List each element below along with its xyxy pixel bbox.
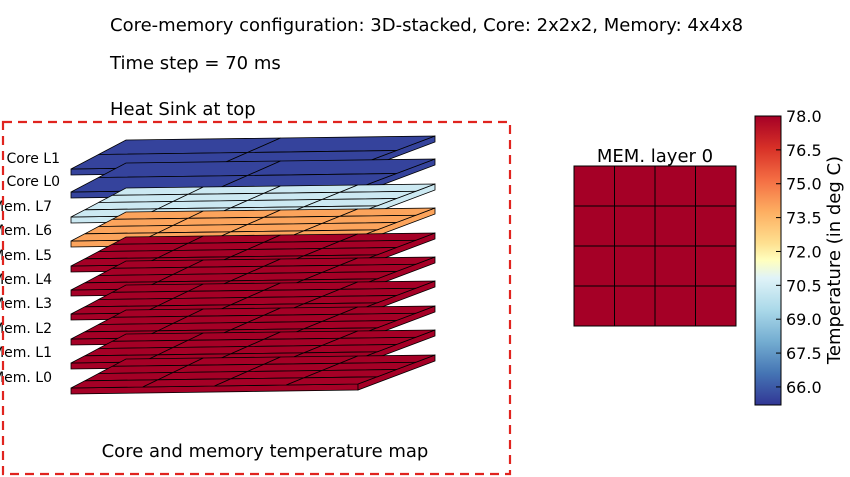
colorbar-tick-label: 70.5 (786, 276, 822, 295)
mem-layer-0-heatmap (573, 165, 737, 327)
layer-label: Mem. L4 (0, 272, 52, 288)
colorbar-tick-label: 78.0 (786, 107, 822, 126)
mem-map-title: MEM. layer 0 (597, 146, 713, 167)
mem-cell (614, 285, 656, 327)
colorbar-ticks: 66.0 67.5 69.0 70.5 72.0 73.5 75.0 76.5 78.0 (776, 107, 822, 397)
colorbar (754, 115, 782, 406)
layer-label: Mem. L0 (0, 370, 52, 386)
configuration-line: Core-memory configuration: 3D-stacked, C… (110, 15, 744, 36)
layer-label: Mem. L3 (0, 296, 52, 312)
stack-dashed-frame (1, 120, 512, 476)
heat-sink-label: Heat Sink at top (110, 99, 256, 120)
mem-cell (614, 245, 656, 287)
mem-cell (695, 165, 737, 207)
time-step-line: Time step = 70 ms (110, 53, 281, 74)
colorbar-tick-label: 69.0 (786, 310, 822, 329)
layer-label: Core L0 (6, 174, 60, 190)
mem-cell (573, 205, 615, 247)
mem-cell (695, 245, 737, 287)
colorbar-tick-label: 66.0 (786, 378, 822, 397)
colorbar-tick-label: 67.5 (786, 344, 822, 363)
mem-cell (654, 245, 696, 287)
mem-cell (654, 165, 696, 207)
colorbar-tick-label: 72.0 (786, 242, 822, 261)
colorbar-label: Temperature (in deg C) (824, 156, 845, 365)
stack-layer-mem-l0: Mem. L0 (0, 354, 436, 395)
layer-stack-3d: Core L1 Core L0 Mem. L7 Mem. L6 Mem. L5 Mem. … (0, 135, 436, 395)
layer-label: Mem. L6 (0, 223, 52, 239)
stack-caption: Core and memory temperature map (102, 441, 429, 462)
mem-cell (654, 285, 696, 327)
mem-cell (695, 205, 737, 247)
layer-label: Mem. L7 (0, 199, 52, 215)
layer-cell (286, 376, 378, 386)
mem-cell (654, 205, 696, 247)
layer-label: Mem. L2 (0, 321, 52, 337)
colorbar-tick-label: 75.0 (786, 175, 822, 194)
colorbar-tick-label: 73.5 (786, 209, 822, 228)
layer-label: Mem. L5 (0, 248, 52, 264)
colorbar-tick-label: 76.5 (786, 141, 822, 160)
mem-cell (695, 285, 737, 327)
layer-label: Core L1 (6, 151, 60, 167)
mem-cell (614, 205, 656, 247)
mem-cell (614, 165, 656, 207)
mem-cell (573, 285, 615, 327)
layer-label: Mem. L1 (0, 345, 52, 361)
mem-cell (573, 245, 615, 287)
mem-cell (573, 165, 615, 207)
